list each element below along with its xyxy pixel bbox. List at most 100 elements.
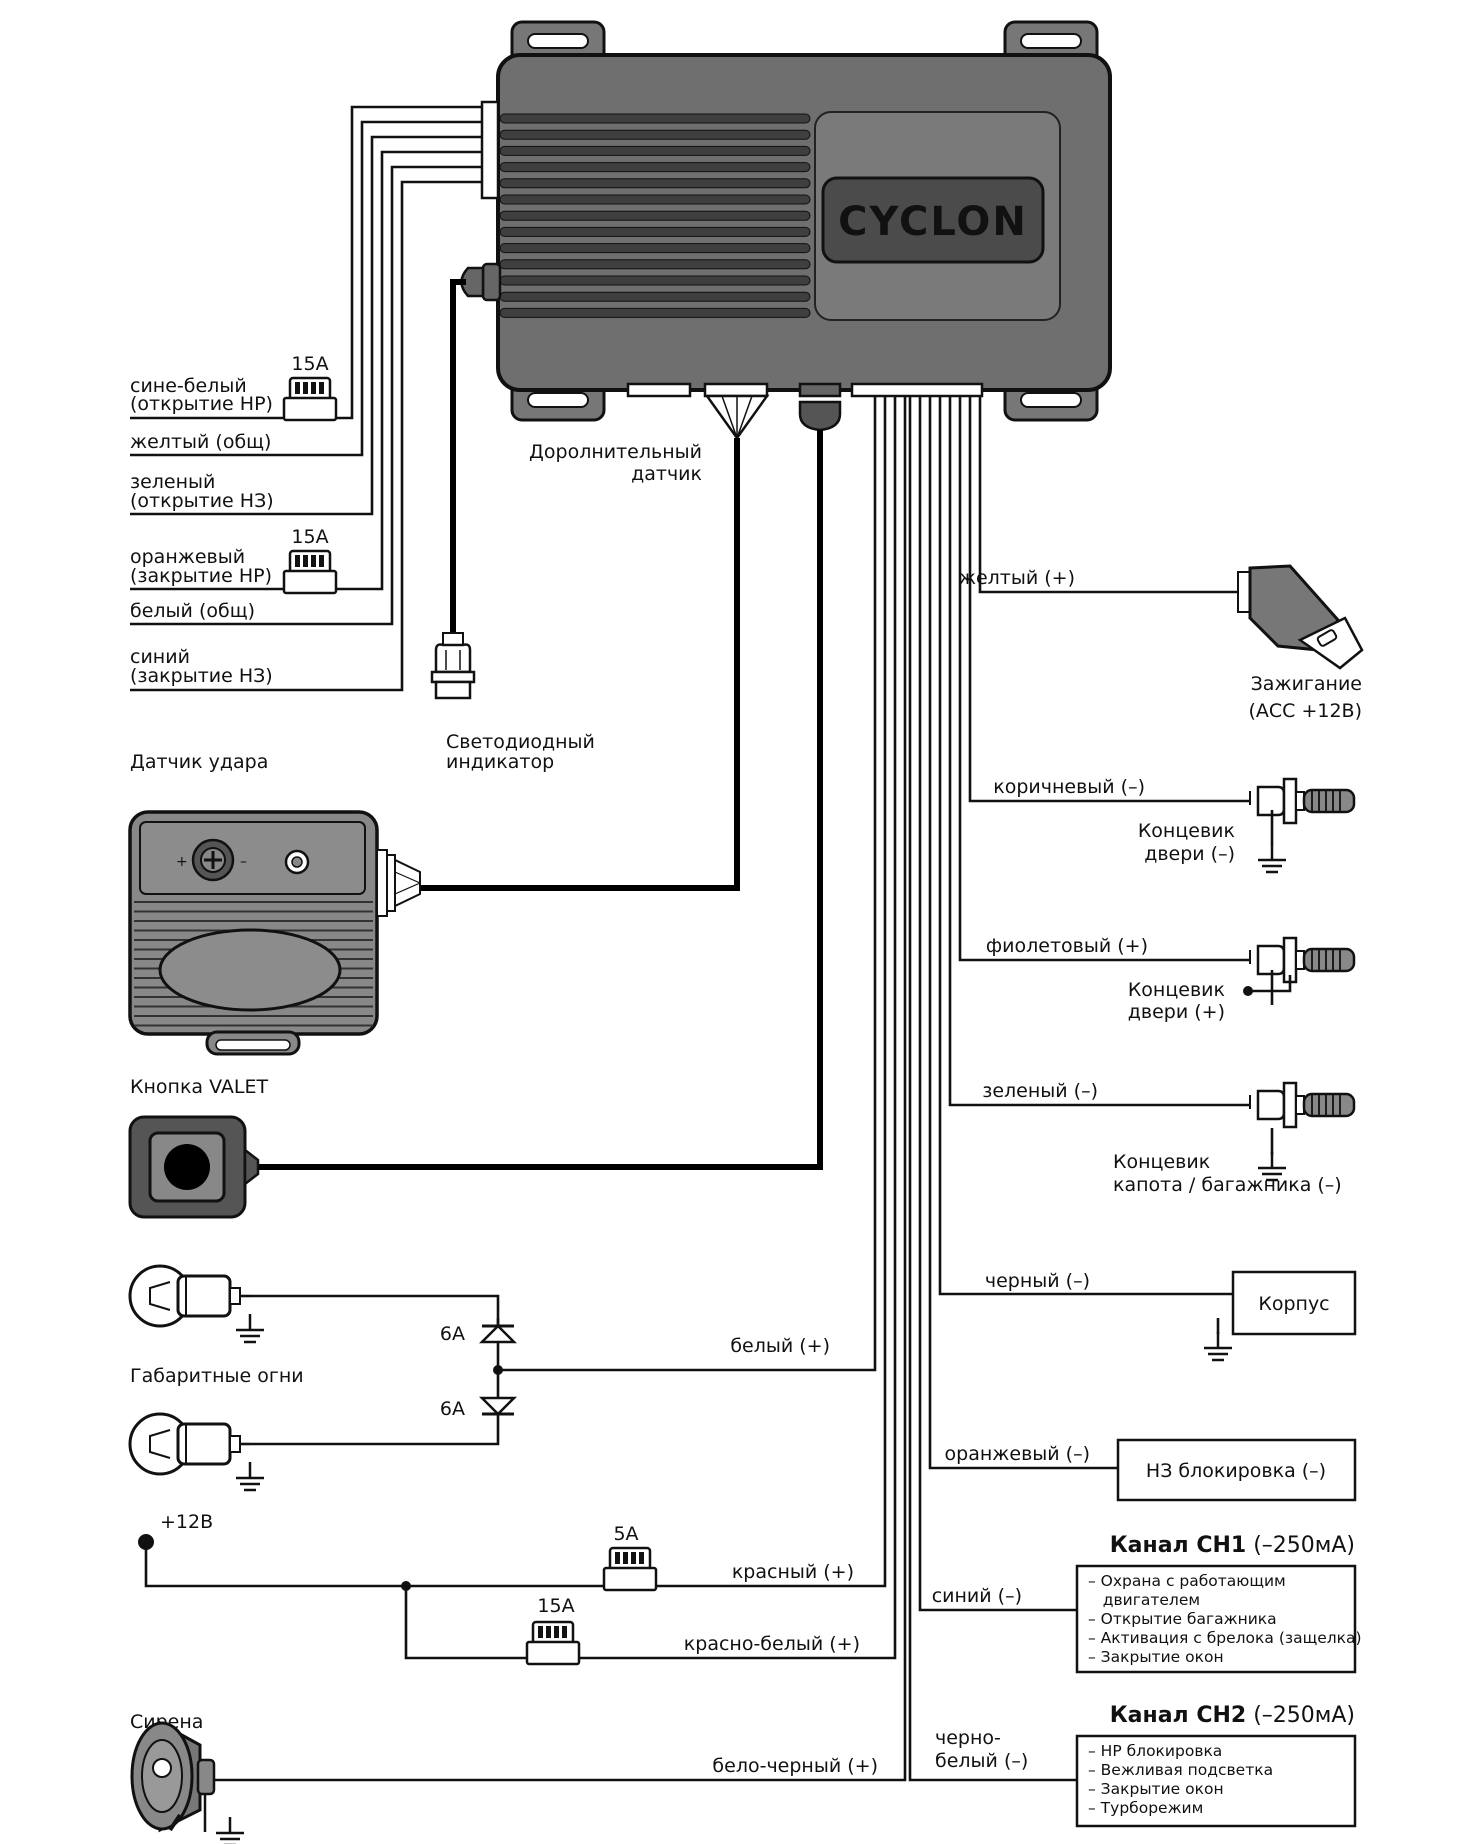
immo-box <box>1116 1438 1357 1502</box>
door-neg-label: Концевик двери (–) <box>1138 820 1235 865</box>
ground-icon <box>1258 844 1286 874</box>
svg-text:двери (–): двери (–) <box>1144 843 1235 865</box>
door-switch-icon <box>1249 936 1356 984</box>
svg-text:(открытие НЗ): (открытие НЗ) <box>130 490 274 512</box>
svg-text:Зажигание: Зажигание <box>1251 673 1362 695</box>
ch1-items: – Охрана с работающим двигателем – Откры… <box>1088 1572 1362 1666</box>
bulb-icon <box>128 1412 250 1476</box>
svg-text:– Активация с брелока (защелка: – Активация с брелока (защелка) <box>1088 1629 1362 1647</box>
valet-wire <box>245 430 823 1170</box>
fuse-5a-icon <box>602 1546 658 1592</box>
svg-text:Концевик: Концевик <box>1113 1151 1210 1173</box>
door-pos-label: Концевик двери (+) <box>1128 979 1225 1023</box>
brand-logo: CYCLON <box>838 199 1028 245</box>
svg-text:сине-белый: сине-белый <box>130 375 247 397</box>
fuse-label: 5А <box>613 1523 638 1545</box>
plus12-label: +12В <box>160 1511 213 1533</box>
svg-text:(открытие НР): (открытие НР) <box>130 393 273 415</box>
ground-icon <box>1204 1332 1232 1362</box>
shock-sensor-wire <box>420 438 740 891</box>
diode-label: 6А <box>440 1398 465 1420</box>
ignition-switch-icon <box>1237 564 1364 670</box>
wire-label-blackwhite: черно- белый (–) <box>935 1727 1028 1772</box>
svg-text:– Закрытие окон: – Закрытие окон <box>1088 1648 1224 1666</box>
parking-lights-label: Габаритные огни <box>130 1365 304 1387</box>
svg-text:двигателем: двигателем <box>1088 1591 1200 1609</box>
diode-icon <box>478 1396 518 1416</box>
fuse-15a-icon <box>282 376 338 422</box>
svg-text:капота / багажника (–): капота / багажника (–) <box>1113 1174 1342 1196</box>
fuse-15a-icon <box>282 549 338 595</box>
svg-text:(АСС +12В): (АСС +12В) <box>1248 700 1362 722</box>
ground-icon <box>236 1314 264 1344</box>
svg-text:–: – <box>240 854 247 870</box>
wire-label-brown: коричневый (–) <box>993 776 1145 798</box>
diode-icon <box>478 1324 518 1344</box>
chassis-label: Корпус <box>1258 1293 1329 1315</box>
svg-text:+: + <box>176 854 188 870</box>
led-indicator-icon <box>430 632 476 700</box>
wire-label-red: красный (+) <box>732 1561 854 1583</box>
hood-switch-icon <box>1249 1081 1356 1129</box>
svg-text:(закрытие НЗ): (закрытие НЗ) <box>130 665 273 687</box>
fuse-15a-icon <box>525 1620 581 1666</box>
extra-sensor-label: Доролнительный датчик <box>529 441 702 485</box>
ch2-box <box>1075 1734 1357 1828</box>
chassis-box <box>1231 1270 1357 1336</box>
svg-text:индикатор: индикатор <box>446 751 554 773</box>
valet-button-icon[interactable] <box>128 1115 260 1219</box>
svg-text:Концевик: Концевик <box>1128 979 1225 1001</box>
svg-text:датчик: датчик <box>631 463 702 485</box>
bulb-icon <box>128 1264 250 1328</box>
diode-label: 6А <box>440 1323 465 1345</box>
shock-sensor-icon: + – <box>128 810 421 1056</box>
fuse-label: 15А <box>537 1595 574 1617</box>
ch1-title: Канал CH1 (–250мА) <box>1110 1533 1355 1558</box>
svg-text:Доролнительный: Доролнительный <box>529 441 702 463</box>
ch2-items: – НР блокировка – Вежливая подсветка – З… <box>1088 1742 1273 1817</box>
wire-label-green: зеленый (–) <box>982 1080 1098 1102</box>
wire-label-violet: фиолетовый (+) <box>986 935 1148 957</box>
svg-text:– Вежливая подсветка: – Вежливая подсветка <box>1088 1761 1273 1779</box>
main-unit: CYCLON <box>460 20 1112 441</box>
wire-label-whiteblack: бело-черный (+) <box>712 1755 878 1777</box>
immo-label: НЗ блокировка (–) <box>1146 1460 1326 1482</box>
svg-text:Концевик: Концевик <box>1138 820 1235 842</box>
svg-text:двери (+): двери (+) <box>1128 1001 1225 1023</box>
ch2-title: Канал CH2 (–250мА) <box>1110 1703 1355 1728</box>
ground-icon <box>216 1817 244 1844</box>
svg-text:желтый (общ): желтый (общ) <box>130 431 271 453</box>
fuse-label: 15А <box>291 526 328 548</box>
svg-text:белый (–): белый (–) <box>935 1750 1028 1772</box>
valet-label: Кнопка VALET <box>130 1076 268 1098</box>
led-wire <box>450 279 466 636</box>
wire-label-redwhite: красно-белый (+) <box>684 1633 860 1655</box>
svg-text:– Открытие багажника: – Открытие багажника <box>1088 1610 1277 1628</box>
svg-text:оранжевый: оранжевый <box>130 546 245 568</box>
wire-label-blue: синий (–) <box>932 1585 1022 1607</box>
svg-text:– НР блокировка: – НР блокировка <box>1088 1742 1222 1760</box>
svg-text:– Турборежим: – Турборежим <box>1088 1799 1203 1817</box>
led-label: Светодиодный индикатор <box>446 731 595 773</box>
door-switch-icon <box>1249 777 1356 825</box>
svg-text:(закрытие НР): (закрытие НР) <box>130 565 272 587</box>
hood-label: Концевик капота / багажника (–) <box>1113 1151 1342 1196</box>
ch1-box <box>1075 1564 1357 1674</box>
ground-icon <box>236 1462 264 1492</box>
svg-text:зеленый: зеленый <box>130 471 215 493</box>
svg-text:– Охрана с работающим: – Охрана с работающим <box>1088 1572 1286 1590</box>
svg-text:синий: синий <box>130 646 190 668</box>
left-wire-labels: сине-белый (открытие НР) желтый (общ) зе… <box>130 375 274 687</box>
wire-label-white: белый (+) <box>730 1335 830 1357</box>
wire-label-yellow: желтый (+) <box>959 567 1075 589</box>
right-wires <box>908 396 1250 1782</box>
ignition-label: Зажигание (АСС +12В) <box>1248 673 1362 722</box>
shock-sensor-label: Датчик удара <box>130 751 268 773</box>
svg-text:черно-: черно- <box>935 1727 1001 1749</box>
unit-ribs <box>499 113 811 318</box>
siren-icon <box>130 1720 216 1833</box>
wire-label-black: черный (–) <box>985 1270 1090 1292</box>
svg-text:белый (общ): белый (общ) <box>130 600 255 622</box>
svg-text:Светодиодный: Светодиодный <box>446 731 595 753</box>
